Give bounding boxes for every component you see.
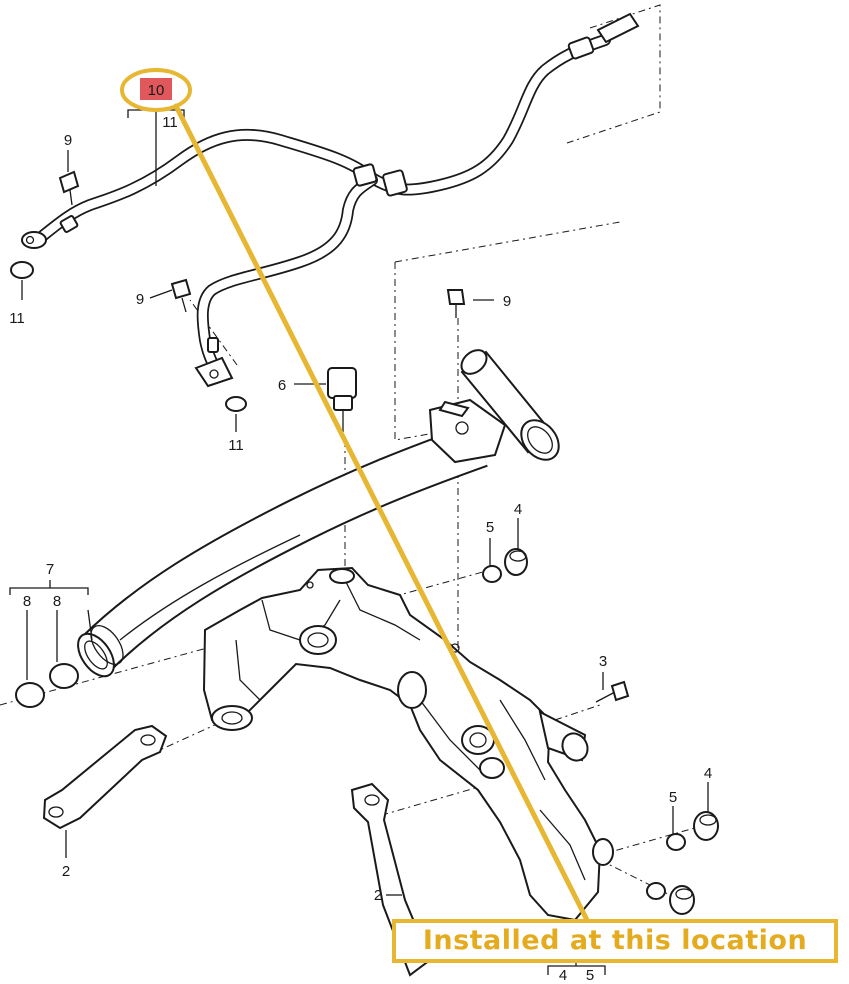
plugs xyxy=(504,548,719,915)
callout-9-left: 9 xyxy=(64,132,72,149)
callout-11-bracket: 11 xyxy=(162,114,178,131)
callout-2-right: 2 xyxy=(374,887,382,904)
bolt-9-middle xyxy=(170,278,192,313)
t-fitting xyxy=(428,349,560,464)
installed-location-caption: Installed at this location xyxy=(392,919,838,963)
caption-text: Installed at this location xyxy=(422,925,808,956)
callout-4-lower: 4 xyxy=(704,765,712,782)
callout-4-upper: 4 xyxy=(514,501,522,518)
callout-9-right: 9 xyxy=(503,293,511,310)
bolt-9-left xyxy=(58,170,80,206)
callout-10-selected[interactable]: 10 xyxy=(148,82,165,99)
callout-11-middle: 11 xyxy=(228,437,244,454)
selected-part-badge[interactable] xyxy=(140,78,172,100)
callout-2-left: 2 xyxy=(62,863,70,880)
highlight-ring xyxy=(120,68,192,112)
seal-rings xyxy=(10,261,686,900)
callout-7: 7 xyxy=(46,561,54,578)
callout-5-bottom-box: 5 xyxy=(586,967,594,984)
callout-11-left: 11 xyxy=(9,310,25,327)
coolant-hose-assembly xyxy=(21,12,640,388)
callout-6: 6 xyxy=(278,377,286,394)
bolt-9-right xyxy=(446,289,466,318)
highlight-pointer-line xyxy=(173,103,591,925)
callout-9-middle: 9 xyxy=(136,291,144,308)
temperature-sensor xyxy=(327,367,357,432)
gasket-flange-left xyxy=(42,724,168,830)
callout-8-left: 8 xyxy=(23,593,31,610)
coolant-housing xyxy=(202,566,614,922)
callout-5-lower: 5 xyxy=(669,789,677,806)
callout-5-upper: 5 xyxy=(486,519,494,536)
bolt-3 xyxy=(595,680,630,703)
callout-8-right: 8 xyxy=(53,593,61,610)
callout-3: 3 xyxy=(599,653,607,670)
callout-labels: 10 11 9 11 9 11 9 6 5 4 7 8 8 3 4 5 2 2 … xyxy=(9,82,712,984)
highlight-overlay xyxy=(120,68,591,925)
callout-4-bottom-box: 4 xyxy=(559,967,567,984)
coolant-pipe-lower xyxy=(77,423,488,678)
